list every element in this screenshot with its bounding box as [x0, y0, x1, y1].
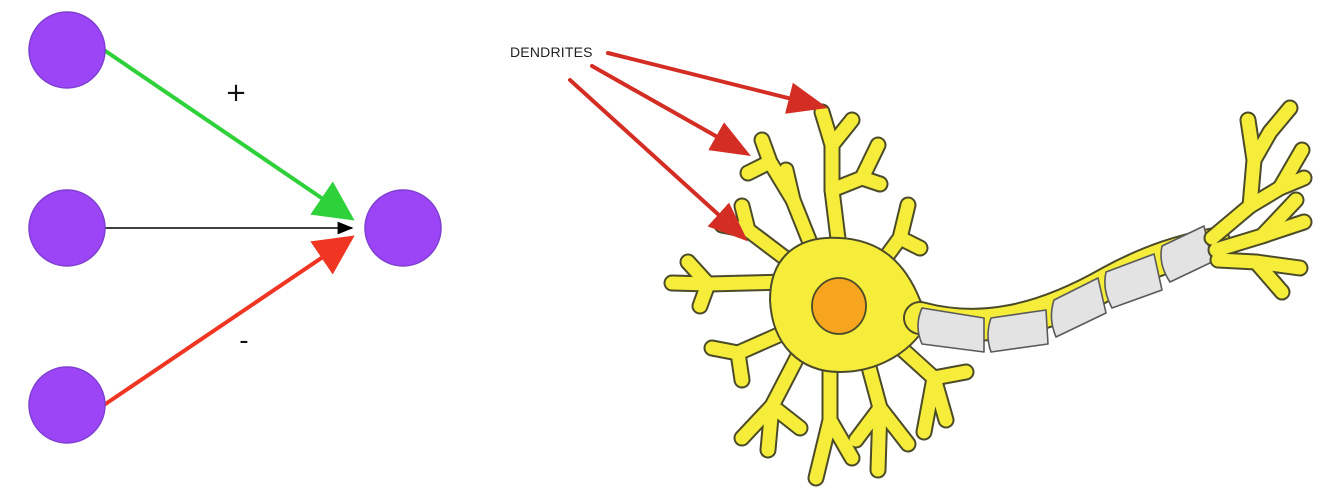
pointer-arrow-3 [568, 78, 748, 242]
network-diagram: + - [28, 11, 442, 444]
myelin-segment [1050, 277, 1107, 338]
output-node [364, 189, 442, 267]
inhibitory-connection [102, 235, 355, 407]
myelin-segment [1104, 253, 1163, 309]
dendrite-pointers [568, 51, 828, 242]
neuron-illustration: DENDRITES [510, 44, 1313, 487]
input-node-middle [28, 189, 106, 267]
negative-sign: - [239, 326, 248, 356]
nucleus [811, 277, 867, 335]
myelin-sheath [917, 225, 1213, 353]
myelin-segment [987, 309, 1049, 353]
myelin-segment [1160, 225, 1213, 283]
myelin-segment [917, 307, 985, 353]
pointer-arrow-2 [590, 64, 751, 156]
positive-sign: + [225, 78, 247, 108]
pointer-arrow-1 [606, 51, 828, 114]
input-node-top [28, 11, 106, 89]
input-node-bottom [28, 366, 106, 444]
excitatory-connection [102, 48, 355, 221]
dendrites-label: DENDRITES [510, 44, 593, 60]
axon-terminals [1203, 99, 1313, 301]
